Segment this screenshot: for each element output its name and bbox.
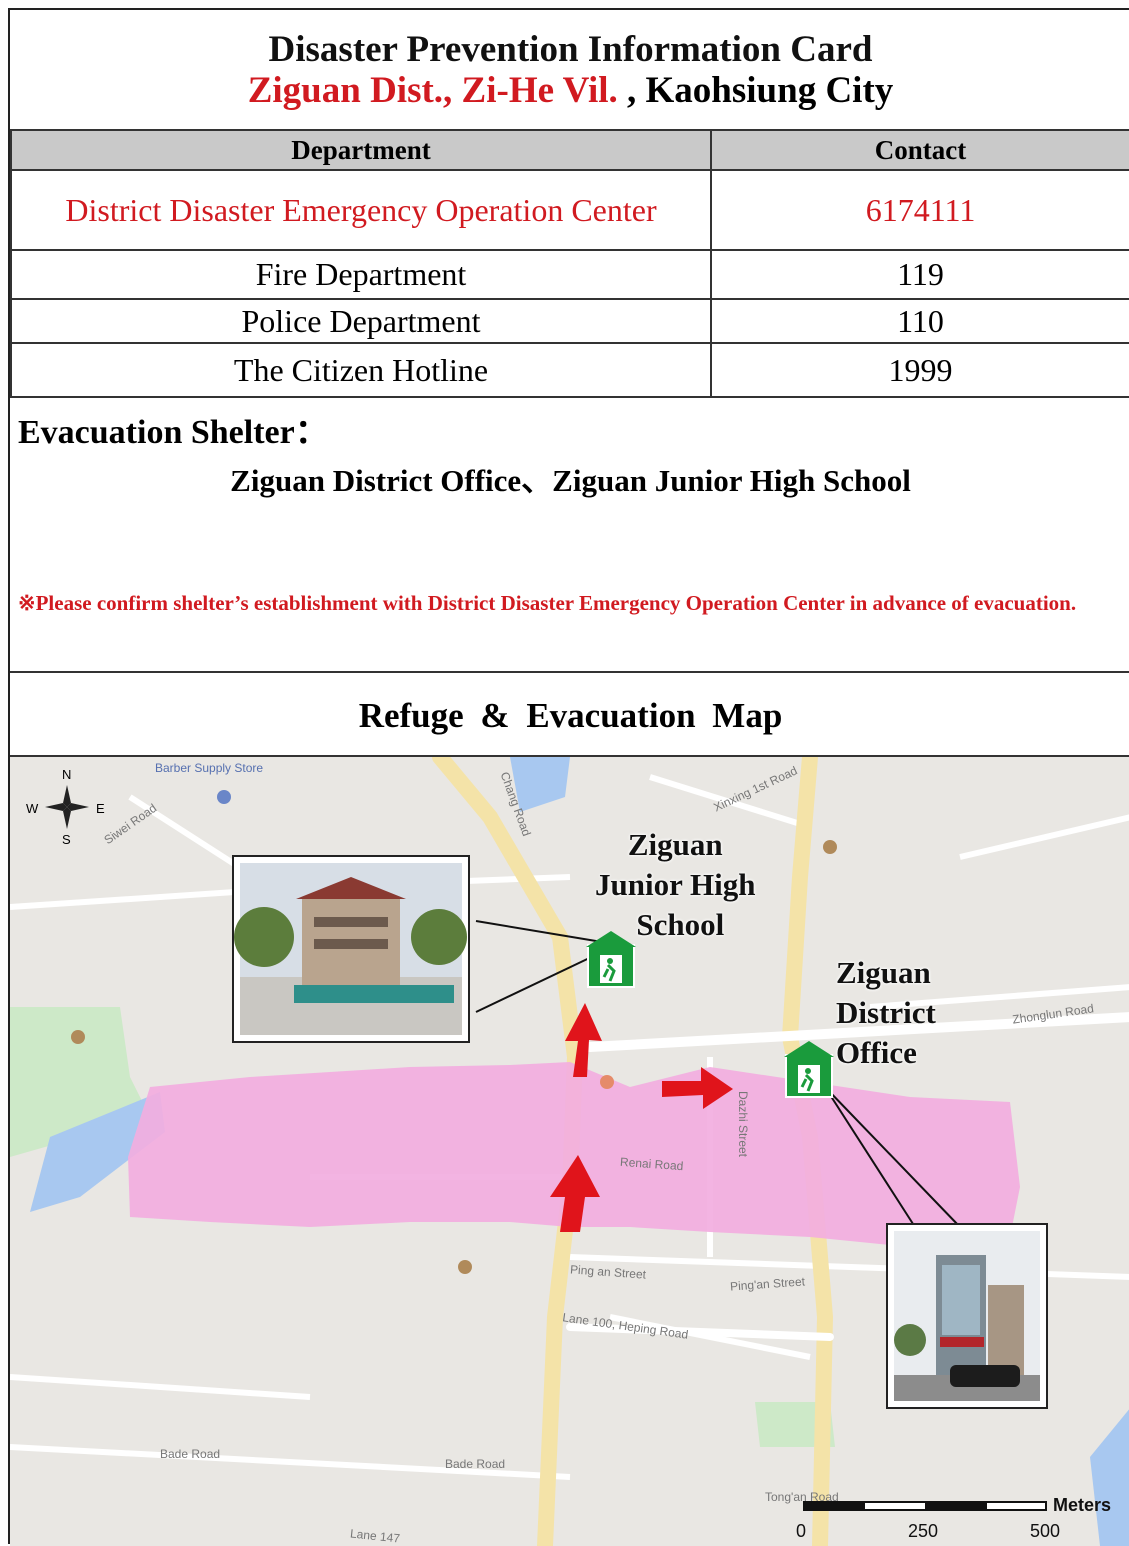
department-cell: Fire Department bbox=[10, 249, 712, 300]
water-area bbox=[1090, 1409, 1129, 1546]
map-canvas: N S W E bbox=[10, 757, 1129, 1546]
table-row: Police Department 110 bbox=[10, 298, 1129, 344]
disaster-info-card: Disaster Prevention Information Card Zig… bbox=[8, 8, 1129, 1546]
village-name: Ziguan Dist., Zi-He Vil. bbox=[247, 70, 618, 111]
shelter-icon bbox=[784, 1041, 834, 1098]
compass-e: E bbox=[96, 801, 105, 816]
compass-n: N bbox=[62, 767, 71, 782]
scale-bar bbox=[803, 1501, 1047, 1511]
junior-high-photo bbox=[232, 855, 470, 1043]
department-cell: The Citizen Hotline bbox=[10, 342, 712, 398]
department-cell: Police Department bbox=[10, 298, 712, 344]
district-office-photo bbox=[886, 1223, 1048, 1409]
shelter-label: Evacuation Shelter： bbox=[18, 414, 329, 451]
contact-cell: 110 bbox=[710, 298, 1129, 344]
city-name: , Kaohsiung City bbox=[617, 70, 894, 111]
contact-cell: 119 bbox=[710, 249, 1129, 300]
card-subtitle: Ziguan Dist., Zi-He Vil. , Kaohsiung Cit… bbox=[10, 70, 1129, 112]
water-area bbox=[30, 1092, 165, 1212]
street-label: Barber Supply Store bbox=[155, 761, 264, 775]
shelter-names: Ziguan District Office、Ziguan Junior Hig… bbox=[230, 463, 911, 498]
card-title: Disaster Prevention Information Card bbox=[268, 29, 873, 70]
hazard-zone bbox=[128, 1062, 1020, 1247]
table-row: The Citizen Hotline 1999 bbox=[10, 342, 1129, 398]
compass-icon bbox=[45, 785, 89, 829]
contact-cell: 6174111 bbox=[710, 169, 1129, 251]
contact-cell: 1999 bbox=[710, 342, 1129, 398]
contact-table: Department Contact District Disaster Eme… bbox=[10, 129, 1129, 398]
evacuation-arrow bbox=[550, 1003, 733, 1232]
water-area bbox=[510, 757, 570, 812]
evacuation-map: N S W E bbox=[10, 757, 1129, 1546]
shelter-label-district-office: Ziguan District Office bbox=[836, 955, 936, 1070]
card-header: Disaster Prevention Information Card Zig… bbox=[10, 10, 1129, 131]
department-cell: District Disaster Emergency Operation Ce… bbox=[10, 169, 712, 251]
street-label: Bade Road bbox=[160, 1447, 221, 1461]
poi-icon bbox=[71, 790, 837, 1274]
scale-tick: 250 bbox=[908, 1521, 939, 1541]
compass-w: W bbox=[26, 801, 39, 816]
scale-unit: Meters bbox=[1053, 1495, 1112, 1515]
street-label: Dazhi Street bbox=[736, 1090, 751, 1158]
shelter-note: ※Please confirm shelter’s establishment … bbox=[18, 591, 1077, 615]
shelter-section: Evacuation Shelter： Ziguan District Offi… bbox=[10, 398, 1129, 673]
scale-tick: 0 bbox=[796, 1521, 807, 1541]
table-row: Fire Department 119 bbox=[10, 249, 1129, 300]
street-label: Bade Road bbox=[445, 1457, 506, 1471]
shelter-icon bbox=[586, 931, 636, 988]
shelter-label-junior-high: Ziguan Junior High School bbox=[595, 827, 756, 942]
map-title: Refuge & Evacuation Map bbox=[10, 671, 1129, 757]
compass-s: S bbox=[62, 832, 71, 847]
scale-tick: 500 bbox=[1030, 1521, 1061, 1541]
column-header-contact: Contact bbox=[710, 129, 1129, 171]
column-header-department: Department bbox=[10, 129, 712, 171]
street-label: Tong'an Road bbox=[765, 1490, 839, 1504]
table-row: District Disaster Emergency Operation Ce… bbox=[10, 169, 1129, 251]
